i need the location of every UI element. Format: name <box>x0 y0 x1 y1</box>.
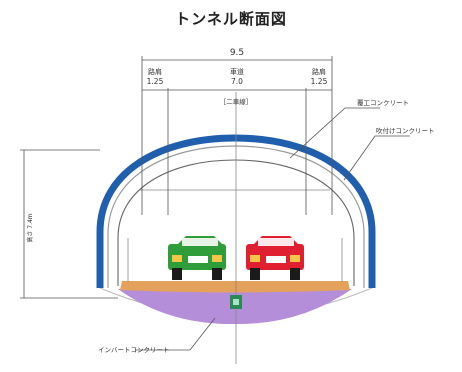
dim-roadway-value: 7.0 <box>231 77 243 86</box>
car-left <box>168 236 226 280</box>
dim-right-shoulder-label: 路肩 <box>312 67 326 76</box>
spray-concrete-layer <box>96 134 376 288</box>
callout-lining: 覆工コンクリート <box>357 99 409 107</box>
dim-right-shoulder-value: 1.25 <box>311 77 328 86</box>
dim-roadway-label: 車道 <box>230 67 244 76</box>
car-right <box>246 236 304 280</box>
lining-concrete-layer <box>107 145 365 288</box>
callout-invert: インバートコンクリート <box>98 346 170 354</box>
dim-left-shoulder-value: 1.25 <box>147 77 164 86</box>
dim-height: 高さ 7.4m <box>26 213 34 242</box>
diagram-title: トンネル断面図 <box>175 10 287 28</box>
dim-left-shoulder-label: 路肩 <box>148 67 162 76</box>
leader-lines <box>135 107 410 351</box>
central-drain <box>230 295 242 309</box>
road-base <box>120 281 350 293</box>
inner-tunnel-edge <box>117 159 355 286</box>
callout-spray: 吹付けコンクリート <box>376 126 435 135</box>
dimension-lines <box>20 56 333 364</box>
lane-note: ［二車線］ <box>220 97 253 106</box>
dim-total-width: 9.5 <box>230 48 244 58</box>
